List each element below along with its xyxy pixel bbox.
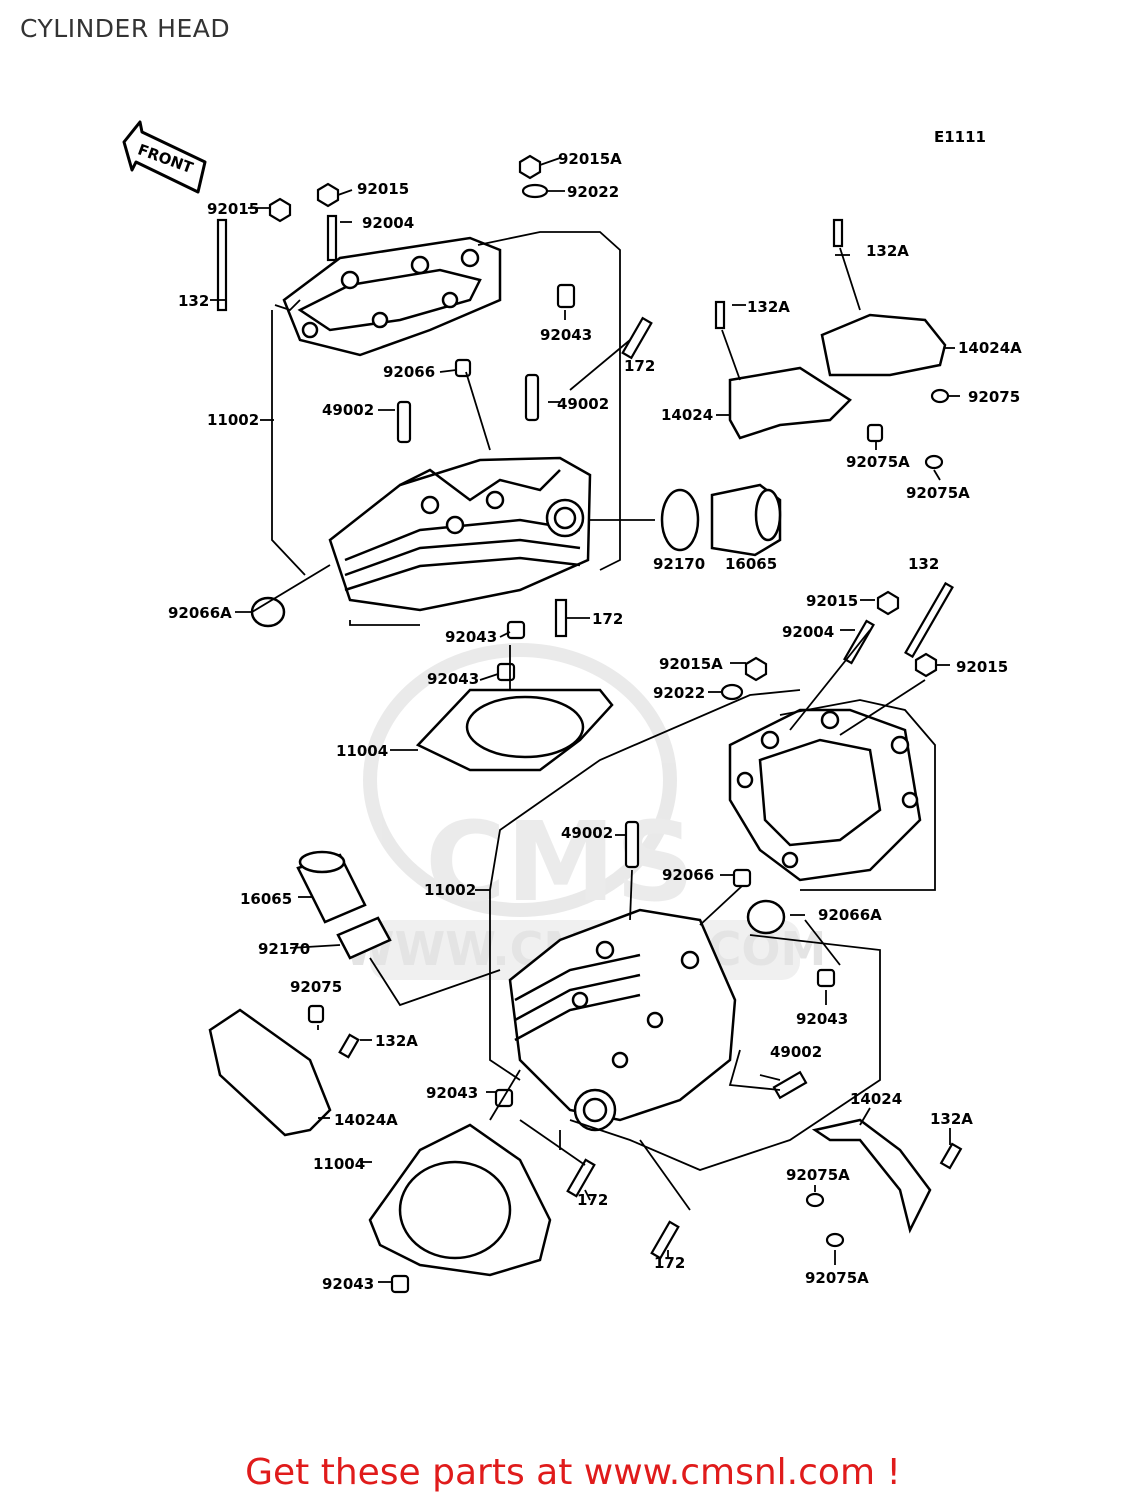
callout-92075A: 92075A — [846, 453, 910, 471]
callout-92075: 92075 — [968, 388, 1020, 406]
side-cover-lower — [208, 1008, 932, 1234]
diagram-code: E1111 — [934, 128, 986, 146]
callout-92066A: 92066A — [818, 906, 882, 924]
callout-172: 172 — [624, 357, 655, 375]
callout-92022: 92022 — [653, 684, 705, 702]
side-cover-upper — [728, 313, 947, 440]
callout-11002: 11002 — [424, 881, 476, 899]
callout-16065: 16065 — [240, 890, 292, 908]
callout-92170: 92170 — [653, 555, 705, 573]
callout-14024: 14024 — [850, 1090, 902, 1108]
callout-11004: 11004 — [336, 742, 388, 760]
callout-92015: 92015 — [207, 200, 259, 218]
rocker-cover-upper — [282, 236, 502, 357]
callout-92043: 92043 — [426, 1084, 478, 1102]
leader-lines — [210, 157, 960, 1283]
callout-132: 132 — [908, 555, 939, 573]
callout-92015: 92015 — [806, 592, 858, 610]
carburetor-holder-upper — [660, 483, 782, 557]
callout-49002: 49002 — [770, 1043, 822, 1061]
callout-132A: 132A — [375, 1032, 418, 1050]
rocker-cover-lower — [728, 708, 922, 882]
page-title: CYLINDER HEAD — [20, 14, 231, 43]
callout-92022: 92022 — [567, 183, 619, 201]
callout-92170: 92170 — [258, 940, 310, 958]
callout-92043: 92043 — [427, 670, 479, 688]
head-gasket-lower — [368, 1123, 552, 1277]
callout-132A: 132A — [747, 298, 790, 316]
callout-11002: 11002 — [207, 411, 259, 429]
callout-92043: 92043 — [796, 1010, 848, 1028]
cylinder-head-upper — [328, 456, 592, 612]
cylinder-head-lower — [508, 908, 737, 1132]
callout-92066: 92066 — [383, 363, 435, 381]
footer-link[interactable]: Get these parts at www.cmsnl.com ! — [245, 1452, 901, 1493]
callout-92043: 92043 — [322, 1275, 374, 1293]
callout-49002: 49002 — [561, 824, 613, 842]
callout-14024A: 14024A — [334, 1111, 398, 1129]
callout-92015A: 92015A — [659, 655, 723, 673]
callout-49002: 49002 — [322, 401, 374, 419]
callout-132A: 132A — [930, 1110, 973, 1128]
callout-132: 132 — [178, 292, 209, 310]
callout-16065: 16065 — [725, 555, 777, 573]
callout-172: 172 — [577, 1191, 608, 1209]
callouts: 92015A 92022 92015 92015 92004 132 92043… — [168, 150, 1022, 1293]
callout-92043: 92043 — [445, 628, 497, 646]
front-arrow-icon: FRONT — [122, 120, 207, 194]
callout-92015: 92015 — [956, 658, 1008, 676]
callout-172: 172 — [654, 1254, 685, 1272]
callout-92004: 92004 — [362, 214, 414, 232]
callout-92043: 92043 — [540, 326, 592, 344]
callout-14024A: 14024A — [958, 339, 1022, 357]
callout-14024: 14024 — [661, 406, 713, 424]
callout-11004: 11004 — [313, 1155, 365, 1173]
callout-92075A: 92075A — [906, 484, 970, 502]
head-gasket-upper — [415, 688, 614, 772]
callout-92066: 92066 — [662, 866, 714, 884]
callout-92075A: 92075A — [786, 1166, 850, 1184]
callout-132A: 132A — [866, 242, 909, 260]
callout-92015A: 92015A — [558, 150, 622, 168]
callout-172: 172 — [592, 610, 623, 628]
svg-text:CMS: CMS — [425, 798, 694, 926]
carburetor-holder-lower — [296, 850, 786, 960]
callout-92075A: 92075A — [805, 1269, 869, 1287]
callout-49002: 49002 — [557, 395, 609, 413]
callout-92066A: 92066A — [168, 604, 232, 622]
callout-92015: 92015 — [357, 180, 409, 198]
callout-92004: 92004 — [782, 623, 834, 641]
callout-92075: 92075 — [290, 978, 342, 996]
